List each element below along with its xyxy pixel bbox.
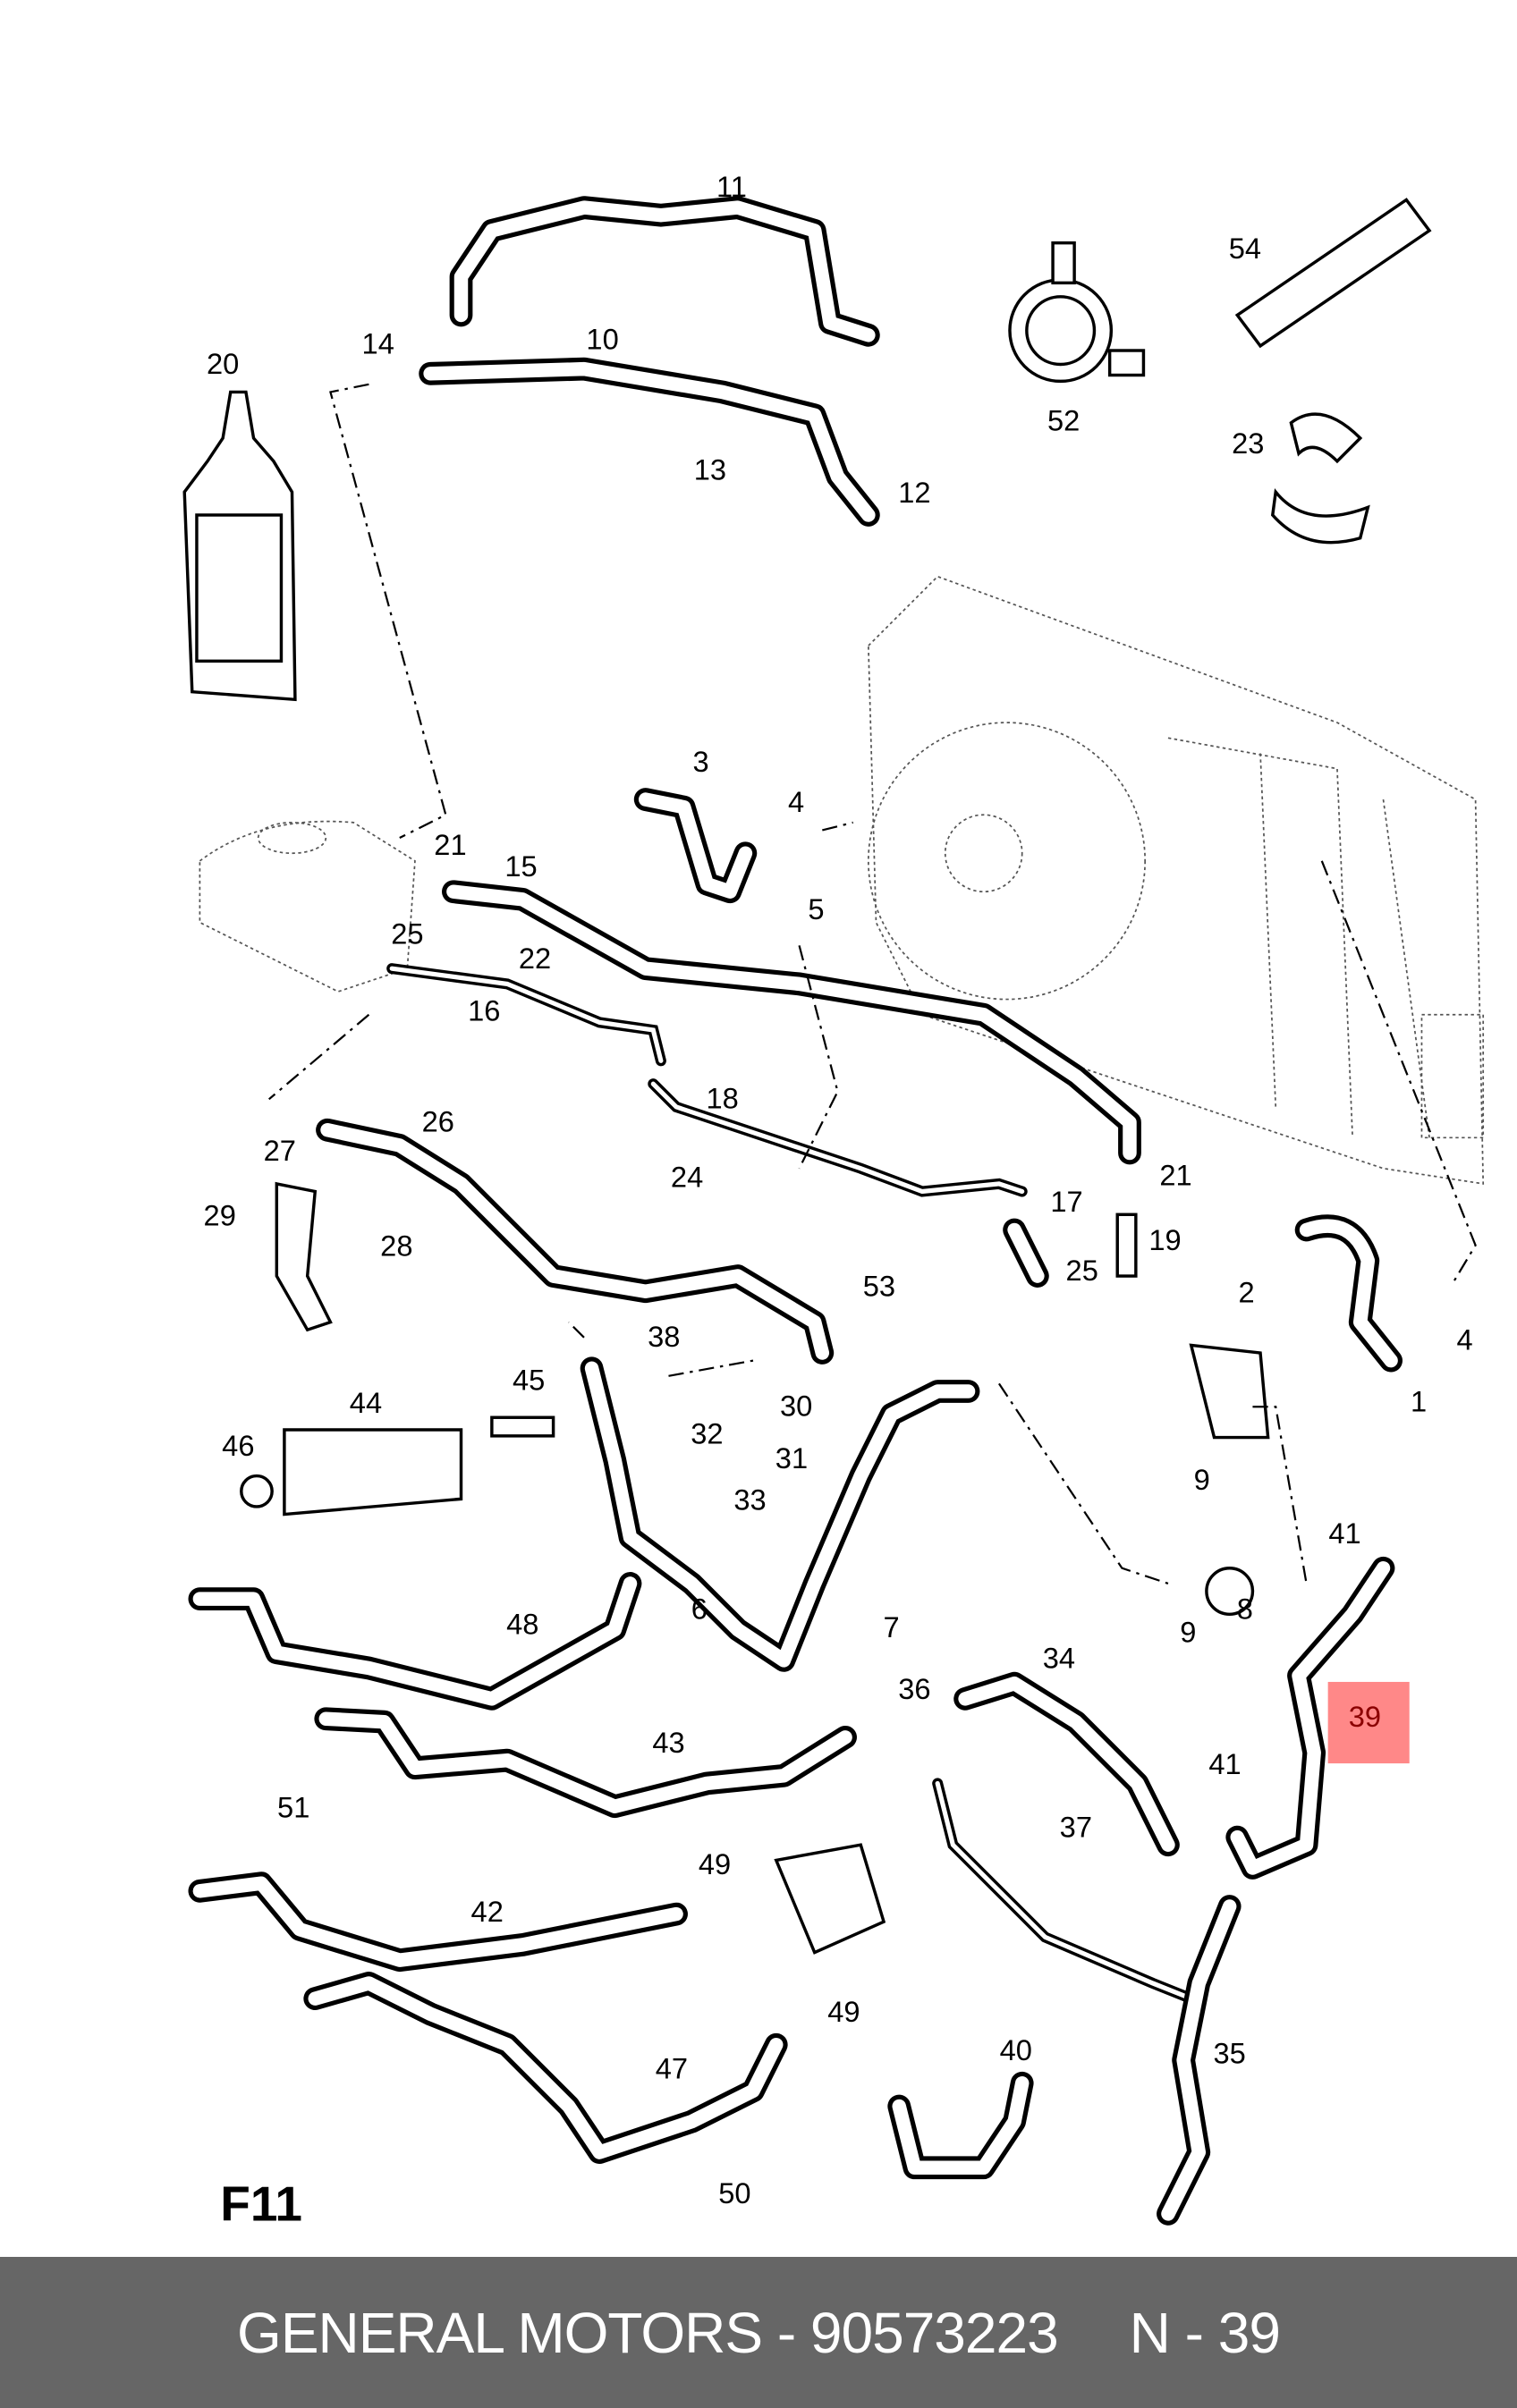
callout: 21 (1159, 1159, 1191, 1192)
callout: 45 (513, 1363, 545, 1396)
callout: 27 (264, 1134, 296, 1167)
callout: 12 (898, 476, 930, 509)
item-number: N - 39 (1129, 2300, 1281, 2365)
callout: 25 (1066, 1254, 1098, 1287)
small-parts (240, 1181, 1270, 1955)
sealant-tube (1234, 198, 1432, 349)
callout: 3 (692, 745, 708, 778)
callout: 41 (1328, 1517, 1360, 1550)
part-info-banner: GENERAL MOTORS - 90573223 N - 39 (0, 2257, 1517, 2408)
hoses (188, 196, 1403, 2226)
callout: 49 (699, 1847, 731, 1880)
callout: 11 (716, 170, 747, 203)
clamp-23 (1270, 412, 1370, 545)
callout: 20 (207, 347, 239, 380)
callout: 48 (506, 1608, 538, 1641)
callout: 6 (691, 1592, 708, 1625)
callout: 9 (1194, 1463, 1210, 1496)
leader-lines (267, 383, 1477, 1584)
callout-labels: 11 54 20 14 10 52 23 13 12 3 4 21 15 5 2… (204, 170, 1473, 2231)
callout: 16 (468, 994, 500, 1027)
cooling-system-diagram: 11 54 20 14 10 52 23 13 12 3 4 21 15 5 2… (182, 170, 1485, 2232)
callout: 4 (788, 785, 804, 818)
callout: 10 (586, 322, 618, 355)
highlight-box (1327, 1681, 1410, 1764)
radiator-fan-assembly (867, 575, 1485, 1185)
callout: 2 (1238, 1275, 1254, 1308)
callout: 50 (718, 2176, 750, 2209)
callout: 35 (1214, 2036, 1246, 2069)
callout: 21 (434, 828, 466, 861)
callout: 36 (898, 1672, 930, 1705)
clamp-52 (1008, 241, 1146, 384)
callout: 44 (350, 1386, 382, 1419)
callout: 22 (519, 942, 551, 975)
callout: 33 (733, 1483, 766, 1516)
figure-id: F11 (220, 2176, 302, 2232)
callout: 51 (277, 1790, 309, 1823)
callout: 46 (222, 1429, 254, 1462)
callout: 49 (827, 1995, 860, 2028)
brand-part-number: GENERAL MOTORS - 90573223 (237, 2300, 1059, 2365)
callout: 52 (1047, 403, 1080, 436)
callout: 1 (1411, 1384, 1427, 1417)
callout: 14 (362, 326, 394, 359)
highlighted-callout-39: 39 (1349, 1700, 1381, 1733)
callout: 4 (1457, 1323, 1473, 1356)
callout: 28 (380, 1229, 412, 1263)
callout: 34 (1043, 1642, 1075, 1675)
coolant-bottle (182, 390, 297, 702)
callout: 18 (706, 1082, 738, 1115)
callout: 5 (808, 892, 824, 925)
callout: 25 (391, 917, 423, 951)
callout: 54 (1229, 232, 1261, 265)
callout: 17 (1050, 1185, 1082, 1218)
callout: 9 (1180, 1615, 1196, 1648)
callout: 8 (1237, 1592, 1253, 1625)
callout: 19 (1148, 1223, 1181, 1256)
callout: 7 (884, 1610, 900, 1643)
callout: 38 (648, 1320, 680, 1353)
callout: 13 (694, 452, 726, 486)
callout: 29 (204, 1198, 236, 1231)
callout: 23 (1232, 427, 1264, 460)
callout: 26 (422, 1104, 454, 1137)
callout: 41 (1208, 1747, 1241, 1780)
callout: 40 (1000, 2033, 1032, 2066)
callout: 37 (1060, 1811, 1092, 1844)
callout: 42 (471, 1895, 504, 1928)
callout: 43 (652, 1726, 684, 1759)
expansion-tank (199, 820, 416, 993)
callout: 30 (780, 1390, 812, 1423)
callout: 31 (775, 1441, 808, 1474)
callout: 32 (691, 1416, 723, 1449)
callout: 53 (863, 1269, 895, 1302)
callout: 15 (504, 849, 537, 883)
callout: 47 (656, 2052, 688, 2085)
callout: 24 (671, 1160, 703, 1193)
